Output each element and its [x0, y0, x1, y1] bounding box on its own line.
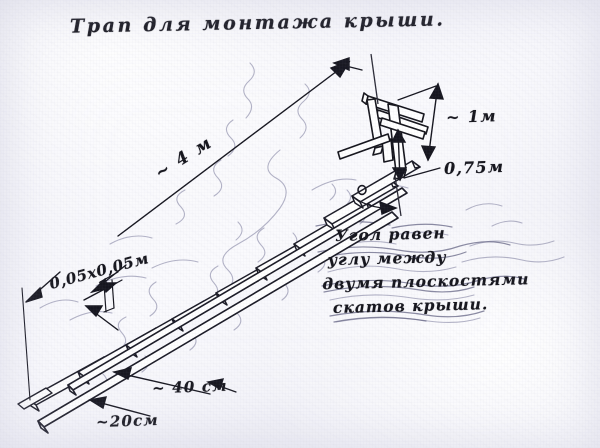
angle-note: Угол равен углу между двумя плоскостями … — [321, 218, 591, 321]
label-rung-spacing: ~20см — [95, 410, 160, 432]
label-hook-depth: 0,75м — [443, 156, 505, 179]
label-hook-height: ~ 1м — [445, 106, 498, 127]
ladder-end-block — [17, 387, 53, 410]
dimension-arrows — [21, 57, 444, 417]
note-underline-hatching — [315, 221, 525, 323]
ladder-rail-upper — [67, 187, 408, 396]
label-rung-overhang: ~ 40 см — [151, 376, 228, 398]
angle-arc-marker — [351, 184, 398, 215]
ridge-vertical-line — [370, 53, 402, 217]
